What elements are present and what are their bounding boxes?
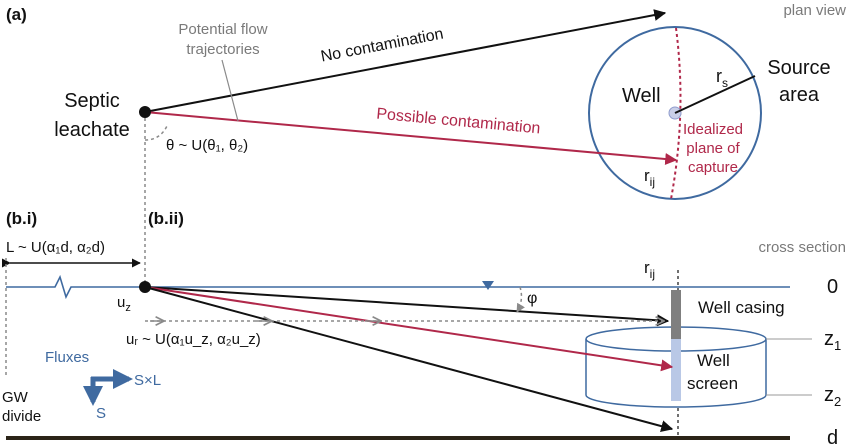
source-area-circle (588, 26, 762, 200)
flow-arrow-lower (144, 286, 674, 432)
panel-label-b-ii: (b.ii) (148, 209, 184, 228)
water-table-triangle (482, 281, 494, 290)
uz-label: uz (117, 294, 131, 314)
well-screen-label-line1: Well (697, 351, 730, 370)
water-table-line (6, 274, 790, 300)
well-casing (671, 290, 681, 339)
panel-label-b-i: (b.i) (6, 209, 37, 228)
trajectories-label-line1: Potential flow (178, 21, 267, 38)
capture-label-line3: capture (688, 159, 738, 176)
trajectories-label-line2: trajectories (186, 41, 259, 58)
septic-label-line2: leachate (54, 119, 130, 141)
capture-label-line1: Idealized (683, 121, 743, 138)
gw-divide-label-line1: GW (2, 389, 29, 406)
possible-contamination-label: Possible contamination (376, 106, 541, 138)
fluxes-label: Fluxes (45, 349, 89, 366)
rs-label: rs (716, 66, 728, 90)
depth-0-label: 0 (827, 276, 838, 298)
theta-label: θ ~ U(θ₁, θ₂) (166, 137, 248, 154)
cross-section-label: cross section (758, 239, 846, 256)
rij-section-label: rij (644, 258, 655, 281)
well-casing-label: Well casing (698, 298, 785, 317)
phi-label: φ (527, 290, 537, 307)
trajectories-leader (221, 59, 239, 122)
flux-x-label: S×L (134, 372, 161, 389)
well-screen-label-line2: screen (687, 374, 738, 393)
possible-contamination-arrow (144, 111, 678, 166)
theta-angle-arc (144, 125, 168, 141)
phi-angle-arc (516, 286, 525, 313)
z1-label: z1 (824, 328, 841, 353)
rij-plan-label: rij (644, 166, 655, 189)
well-screen (671, 339, 681, 401)
panel-label-a: (a) (6, 5, 27, 24)
source-area-label-line1: Source (767, 57, 830, 79)
depth-d-label: d (827, 427, 838, 446)
section-source-point (139, 281, 151, 293)
septic-label-line1: Septic (64, 90, 120, 112)
ur-label: uᵣ ~ U(α₁u_z, α₂u_z) (126, 331, 261, 348)
flow-arrow-upper (144, 286, 670, 327)
flow-arrow-red (144, 286, 674, 372)
radius-rs-line (674, 75, 756, 114)
source-area-label-line2: area (779, 84, 820, 106)
flux-y-label: S (96, 405, 106, 422)
capture-label-line2: plane of (686, 140, 740, 157)
septic-source-point (139, 106, 151, 118)
no-contamination-label: No contamination (319, 26, 444, 66)
L-label: L ~ U(α₁d, α₂d) (6, 239, 105, 256)
gw-divide-label-line2: divide (2, 408, 41, 425)
plan-view-label: plan view (783, 2, 846, 19)
z2-label: z2 (824, 384, 841, 409)
well-label: Well (622, 85, 661, 107)
